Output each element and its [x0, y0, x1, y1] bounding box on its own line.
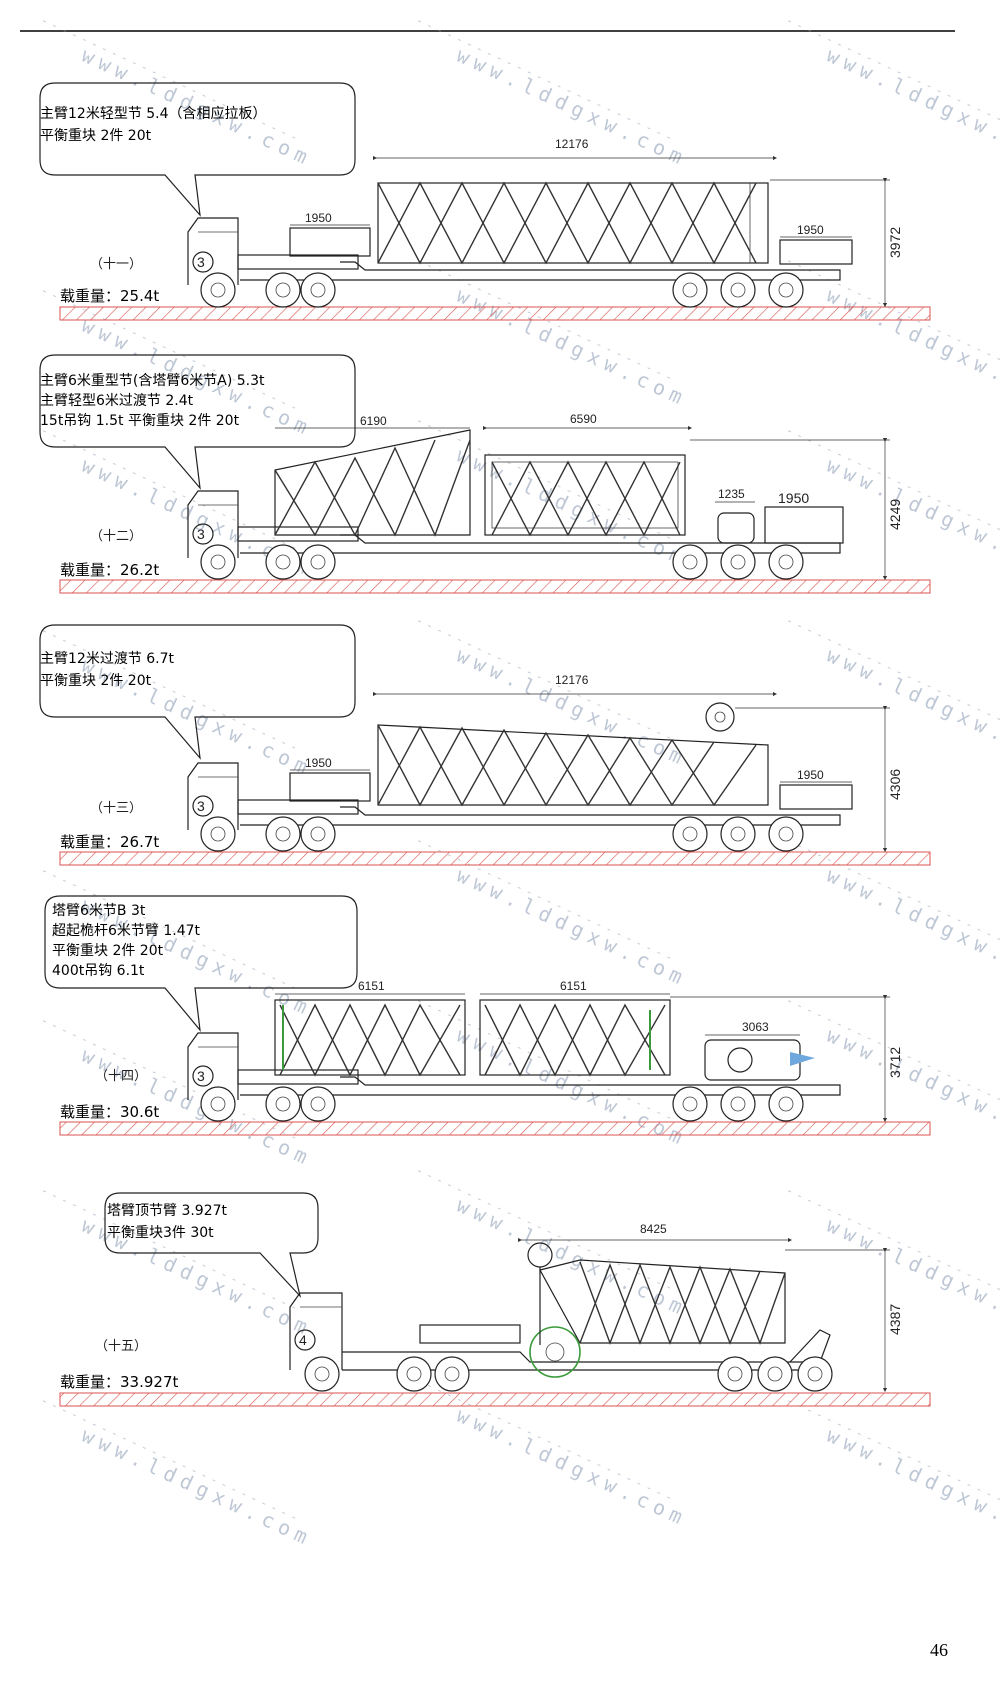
watermark-text: www.lddgxw.com [823, 453, 1000, 581]
panel-15: 塔臂顶节臂 3.927t 平衡重块3件 30t 4 [59, 1192, 931, 1407]
load-capacity: 载重量：26.7t [60, 833, 159, 851]
ground [59, 1121, 931, 1136]
truck-number: 3 [197, 798, 205, 814]
boom-section [377, 181, 769, 265]
watermark-text: www.lddgxw.com [453, 1403, 692, 1531]
boom-section-right [479, 999, 671, 1077]
truck: 3 [187, 217, 841, 308]
callout-line: 塔臂顶节臂 3.927t [107, 1203, 228, 1219]
dimension-label: 6151 [358, 979, 385, 993]
hook-block [717, 512, 755, 544]
watermark-text: www.lddgxw.com [453, 43, 692, 171]
boom-section-right [484, 454, 686, 537]
dimension-label: 3063 [742, 1020, 769, 1034]
load-capacity: 载重量：33.927t [60, 1373, 178, 1391]
callout-line: 主臂12米过渡节 6.7t [40, 651, 175, 667]
truck: 3 [187, 1032, 841, 1122]
height-dimension: 4306 [887, 769, 903, 800]
boom-section-left [274, 999, 466, 1077]
callout-bubble [39, 624, 356, 760]
watermark-text: www.lddgxw.com [823, 643, 1000, 771]
callout-bubble [104, 1192, 319, 1299]
callout-bubble [44, 895, 358, 1032]
ground [59, 851, 931, 866]
dimension-label: 1950 [305, 756, 332, 770]
truck-number: 3 [197, 526, 205, 542]
height-dimension: 4249 [887, 499, 903, 530]
truck-number: 3 [197, 254, 205, 270]
dimension-label: 1950 [797, 223, 824, 237]
callout-line: 超起桅杆6米节臂 1.47t [52, 922, 201, 939]
load-capacity: 载重量：25.4t [60, 287, 159, 305]
callout-line: 15t吊钩 1.5t 平衡重块 2件 20t [40, 413, 240, 429]
panel-label: （十三） [90, 801, 142, 816]
load-capacity: 载重量：30.6t [60, 1103, 159, 1121]
truck-number: 4 [299, 1332, 307, 1348]
dimension-label: 1950 [305, 211, 332, 225]
counterweight-block [289, 772, 371, 802]
load-capacity: 载重量：26.2t [60, 561, 159, 579]
callout-line: 平衡重块 2件 20t [40, 128, 152, 144]
dimension-label: 12176 [555, 137, 589, 151]
callout-line: 400t吊钩 6.1t [52, 963, 145, 979]
panel-13: 主臂12米过渡节 6.7t 平衡重块 2件 20t 3 [39, 624, 931, 866]
watermark-text: www.lddgxw.com [823, 863, 1000, 991]
watermark-text: www.lddgxw.com [823, 1423, 1000, 1551]
truck-number: 3 [197, 1068, 205, 1084]
truck: 3 [187, 762, 841, 852]
truck: 3 [187, 490, 841, 580]
truck: 4 [289, 1292, 833, 1392]
boom-section [377, 702, 769, 807]
panel-label: （十二） [90, 529, 142, 544]
watermark-text: www.lddgxw.com [78, 1423, 317, 1551]
height-dimension: 3712 [887, 1047, 903, 1078]
watermark-text: www.lddgxw.com [453, 643, 692, 771]
ground [59, 306, 931, 321]
callout-line: 主臂12米轻型节 5.4（含相应拉板） [40, 105, 267, 122]
panel-label: （十四） [95, 1069, 147, 1084]
dimension-label: 6151 [560, 979, 587, 993]
callout-line: 平衡重块3件 30t [107, 1225, 214, 1241]
page-number: 46 [930, 1640, 948, 1660]
dimension-label: 1950 [797, 768, 824, 782]
dimension-label: 6590 [570, 412, 597, 426]
callout-line: 主臂6米重型节(含塔臂6米节A) 5.3t [40, 373, 265, 389]
callout-bubble [39, 354, 356, 490]
dimension-label: 6190 [360, 414, 387, 428]
dimension-label: 1235 [718, 487, 745, 501]
dimension-label: 12176 [555, 673, 589, 687]
ground [59, 579, 931, 594]
boom-head-section [527, 1242, 786, 1378]
panel-label: （十一） [90, 257, 142, 272]
callout-line: 主臂轻型6米过渡节 2.4t [40, 393, 194, 409]
counterweight-block [779, 784, 853, 810]
height-dimension: 3972 [887, 227, 903, 258]
watermark-text: www.lddgxw.com [453, 863, 692, 991]
hook-block [704, 1039, 815, 1081]
dimension-label: 1950 [778, 490, 809, 506]
panel-12: 主臂6米重型节(含塔臂6米节A) 5.3t 主臂轻型6米过渡节 2.4t 15t… [39, 354, 931, 594]
watermark-layer: www.lddgxw.com www.lddgxw.com www.lddgxw… [42, 20, 1000, 1551]
counterweight-block [289, 227, 371, 257]
watermark-text: www.lddgxw.com [823, 283, 1000, 411]
counterweight-block [764, 506, 844, 544]
panel-11: 主臂12米轻型节 5.4（含相应拉板） 平衡重块 2件 20t 3 [39, 82, 931, 321]
dimension-label: 8425 [640, 1222, 667, 1236]
callout-bubble [39, 82, 356, 217]
counterweight-block [779, 239, 853, 265]
callout-line: 塔臂6米节B 3t [52, 903, 146, 919]
boom-section-left [274, 429, 471, 537]
watermark-text: www.lddgxw.com [823, 43, 1000, 171]
height-dimension: 4387 [887, 1304, 903, 1335]
panel-label: （十五） [95, 1339, 147, 1354]
ground [59, 1392, 931, 1407]
watermark-text: www.lddgxw.com [823, 1213, 1000, 1341]
callout-line: 平衡重块 2件 20t [52, 943, 164, 959]
callout-line: 平衡重块 2件 20t [40, 673, 152, 689]
watermark-text: www.lddgxw.com [453, 283, 692, 411]
panel-14: 塔臂6米节B 3t 超起桅杆6米节臂 1.47t 平衡重块 2件 20t 400… [44, 895, 931, 1136]
